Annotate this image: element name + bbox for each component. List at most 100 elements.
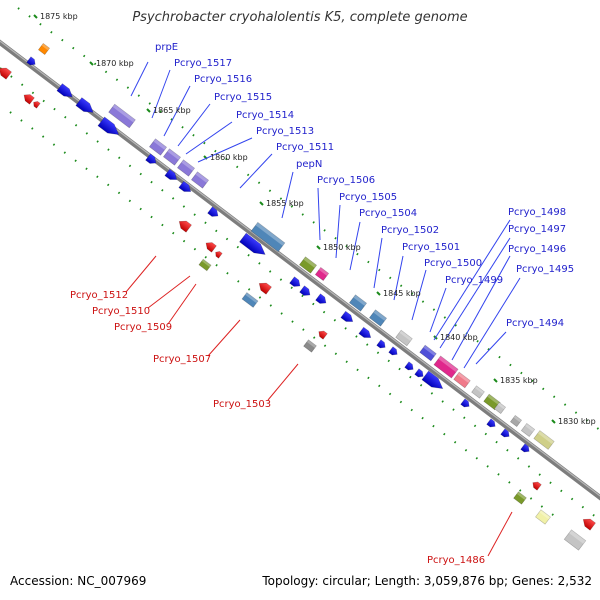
leader-line-forward [475,331,507,365]
leader-line-forward [151,69,171,119]
gene-label-forward[interactable]: prpE [155,42,178,53]
gene-label-forward[interactable]: Pcryo_1515 [214,92,272,103]
gene-label-reverse[interactable]: Pcryo_1503 [213,399,271,410]
gene-feature [176,159,196,177]
gene-feature [75,97,94,113]
gene-label-forward[interactable]: Pcryo_1505 [339,192,397,203]
gene-feature [241,292,259,308]
gene-label-forward[interactable]: Pcryo_1498 [508,207,566,218]
gene-feature [513,491,527,505]
gene-label-forward[interactable]: Pcryo_1499 [445,275,503,286]
gene-label-forward[interactable]: Pcryo_1500 [424,258,482,269]
leader-line-reverse [487,511,513,557]
gene-feature [533,430,555,450]
gene-label-reverse[interactable]: Pcryo_1510 [92,306,150,317]
leader-line-forward [317,187,321,241]
gene-label-forward[interactable]: pepN [296,159,322,170]
gene-feature [37,42,51,56]
gene-feature [509,414,523,428]
gene-feature [178,220,192,233]
gene-label-forward[interactable]: Pcryo_1497 [508,224,566,235]
kbp-tick-mark [146,108,151,113]
gene-feature [535,509,551,525]
gene-feature [23,94,35,105]
gene-feature [303,339,317,353]
genome-backbone-highlight [0,40,600,497]
gene-label-reverse[interactable]: Pcryo_1509 [114,322,172,333]
gene-feature [108,103,136,129]
gene-feature [298,256,318,274]
kbp-tick-mark [493,378,498,383]
gene-feature [26,56,36,66]
gene-feature [318,330,328,340]
gene-feature [315,293,327,304]
gene-feature [207,206,219,217]
leader-line-forward [429,287,447,333]
kbp-tick-label: 1860 kbp [210,153,248,162]
kbp-tick-mark [376,291,381,296]
gene-feature [258,282,272,295]
gene-feature [421,370,444,390]
kbp-tick-mark [89,61,94,66]
leader-line-reverse [167,283,197,325]
gene-feature [563,529,587,551]
gene-label-forward[interactable]: Pcryo_1496 [508,244,566,255]
leader-line-forward [335,204,341,259]
kbp-tick-label: 1845 kbp [383,289,421,298]
gene-feature [486,418,496,428]
gene-label-forward[interactable]: Pcryo_1494 [506,318,564,329]
gene-feature [404,361,414,371]
gene-label-forward[interactable]: Pcryo_1516 [194,74,252,85]
gene-feature [250,221,286,253]
leader-line-reverse [267,363,299,401]
gene-label-forward[interactable]: Pcryo_1517 [174,58,232,69]
kbp-tick-label: 1875 kbp [40,12,78,21]
gene-feature [433,355,459,379]
leader-line-forward [433,219,511,341]
gene-feature [56,83,73,98]
kbp-tick-label: 1830 kbp [558,417,596,426]
gene-label-reverse[interactable]: Pcryo_1512 [70,290,128,301]
leader-line-forward [411,269,427,321]
kbp-tick-mark [33,14,38,19]
gene-feature [348,294,368,312]
gene-feature [178,180,192,192]
gene-feature [493,401,507,415]
leader-line-forward [463,277,521,369]
gene-feature [145,153,157,164]
leader-line-forward [163,85,191,137]
gene-label-forward[interactable]: Pcryo_1502 [381,225,439,236]
gene-feature [340,310,354,322]
gene-label-forward[interactable]: Pcryo_1514 [236,110,294,121]
gene-feature [148,138,168,156]
gene-label-forward[interactable]: Pcryo_1501 [402,242,460,253]
gene-feature [419,344,437,362]
gene-feature [520,443,530,453]
gene-label-forward[interactable]: Pcryo_1506 [317,175,375,186]
gene-feature [205,242,217,253]
gene-label-forward[interactable]: Pcryo_1513 [256,126,314,137]
genome-title: Psychrobacter cryohalolentis K5, complet… [132,10,468,25]
gene-feature [164,168,178,180]
kbp-tick-mark [551,419,556,424]
leader-line-reverse [125,255,157,293]
gene-label-forward[interactable]: Pcryo_1504 [359,208,417,219]
gene-feature [314,266,330,282]
gene-feature [215,251,223,259]
gene-feature [190,171,210,189]
gene-feature [299,285,311,296]
leader-line-forward [281,171,294,219]
kbp-tick-label: 1835 kbp [500,376,538,385]
leader-line-forward [130,61,149,97]
gene-label-forward[interactable]: Pcryo_1511 [276,142,334,153]
leader-line-forward [197,137,253,163]
gene-feature [97,116,120,136]
gene-layer [0,42,596,551]
leader-line-forward [373,237,383,289]
gene-label-forward[interactable]: Pcryo_1495 [516,264,574,275]
gene-feature [33,101,41,109]
leader-line-forward [349,221,361,271]
gene-label-reverse[interactable]: Pcryo_1507 [153,354,211,365]
gene-label-reverse[interactable]: Pcryo_1486 [427,555,485,566]
